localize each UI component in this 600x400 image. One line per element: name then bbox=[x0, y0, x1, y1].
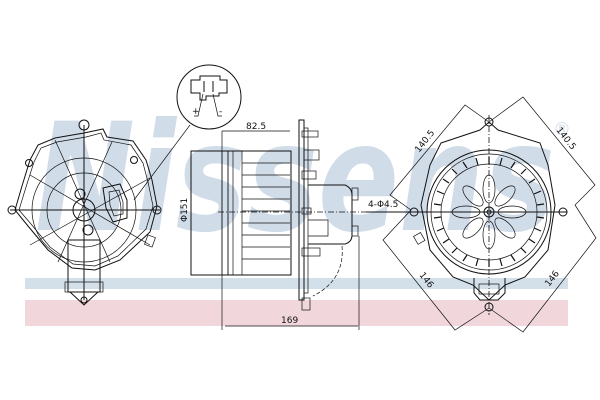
watermark-registered-mark: ® bbox=[553, 119, 571, 140]
fan-blades bbox=[433, 157, 545, 267]
watermark: Nissens ® bbox=[25, 92, 571, 326]
side-view: 82.5 Φ151 bbox=[180, 119, 372, 330]
watermark-text: Nissens bbox=[35, 92, 555, 266]
depth-dimension-label: 82.5 bbox=[246, 122, 266, 132]
rear-view bbox=[7, 119, 162, 306]
connector-plus-label: + bbox=[192, 107, 200, 117]
watermark-band-pink bbox=[25, 300, 568, 326]
diameter-dimension-label: Φ151 bbox=[180, 198, 190, 222]
connector-minus-label: - bbox=[219, 107, 222, 117]
total-length-dimension-label: 169 bbox=[281, 316, 298, 326]
connector-detail: + - bbox=[133, 64, 242, 201]
watermark-band-blue bbox=[25, 278, 568, 289]
holes-dimension-label: 4-Φ4.5 bbox=[368, 200, 398, 210]
